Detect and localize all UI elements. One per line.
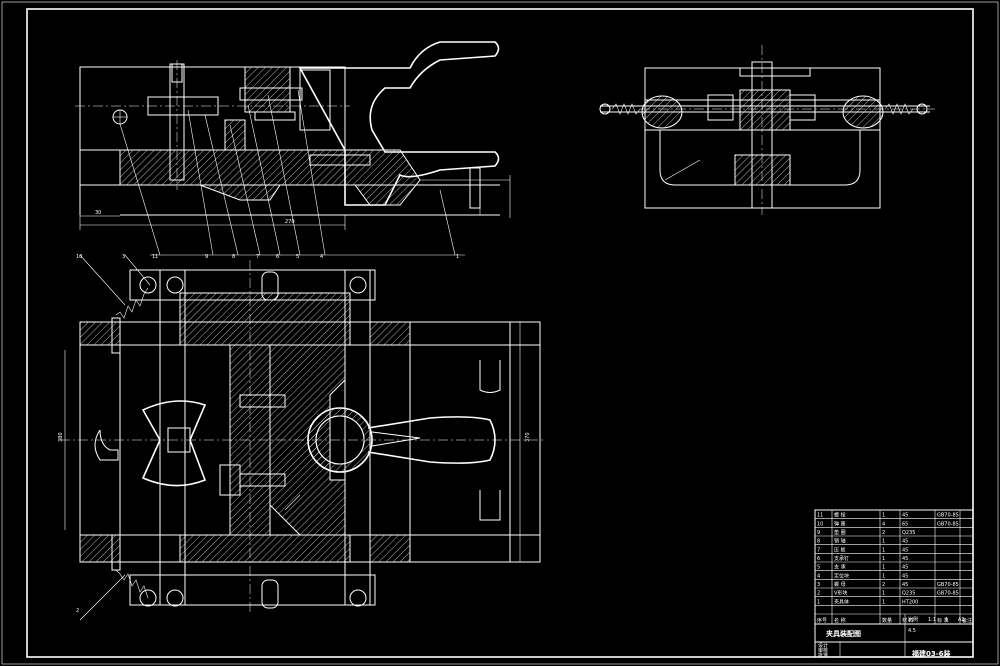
bom-cell: 5 xyxy=(817,565,820,571)
bom-cell: 2 xyxy=(817,591,820,597)
bom-cell: 1 xyxy=(882,556,885,562)
bom-cell: 45 xyxy=(902,582,908,588)
balloon-11: 11 xyxy=(152,254,158,260)
bom-cell: 1 xyxy=(882,565,885,571)
bom-cell: 2 xyxy=(882,582,885,588)
scale-label: 比例 xyxy=(908,616,918,623)
bom-cell: 定位块 xyxy=(834,572,849,579)
bom-cell: 7 xyxy=(817,547,820,553)
dim-front-left: 30 xyxy=(95,210,101,216)
title-block: 夹具装配图 福建03-6装 比例 1:1 1 A1 4.5 设计 审核 批准 xyxy=(815,614,973,659)
bom-header-cell: 材 料 xyxy=(902,617,914,624)
bom-cell: 1 xyxy=(817,599,820,605)
scale-value: 1:1 xyxy=(928,617,936,623)
bom-cell: 螺 母 xyxy=(834,581,846,588)
bom-cell: 45 xyxy=(902,573,908,579)
title-row-design: 设计 xyxy=(818,642,828,649)
bom-header-cell: 名 称 xyxy=(834,617,846,624)
balloon-2: 2 xyxy=(76,608,79,614)
bom-header-cell: 序号 xyxy=(817,617,827,624)
bom-cell: Q235 xyxy=(902,591,915,597)
bom-cell: 2 xyxy=(882,530,885,536)
bom-cell: 11 xyxy=(817,513,823,519)
side-view xyxy=(599,45,935,215)
balloon-8: 8 xyxy=(232,254,235,260)
bom-cell: 45 xyxy=(902,556,908,562)
bom-cell: V形块 xyxy=(834,590,847,597)
balloon-5: 5 xyxy=(296,254,299,260)
balloon-3: 3 xyxy=(122,254,125,260)
bom-cell: 45 xyxy=(902,539,908,545)
bom-header-cell: 标 准 xyxy=(937,617,949,624)
bom-cell: 1 xyxy=(882,539,885,545)
bom-cell: GB70-85 xyxy=(937,521,959,527)
bom-cell: GB70-85 xyxy=(937,591,959,597)
balloon-9: 9 xyxy=(205,254,208,260)
bom-cell: 压 板 xyxy=(834,546,846,553)
bom-cell: 4 xyxy=(882,521,885,527)
balloon-7: 7 xyxy=(256,254,259,260)
title-row-review: 审核 xyxy=(818,647,828,654)
bom-cell: 9 xyxy=(817,530,820,536)
bom-cell: 45 xyxy=(902,565,908,571)
bom-cell: 1 xyxy=(882,513,885,519)
sheet-size: A1 xyxy=(958,617,965,623)
bom-cell: 销 轴 xyxy=(834,538,846,545)
bom-cell: 1 xyxy=(882,547,885,553)
balloon-labels: 11 9 8 7 6 5 4 1 10 3 2 270 30 380 370 xyxy=(58,210,531,614)
bom-cell: 1 xyxy=(882,599,885,605)
inner-frame xyxy=(26,8,974,658)
bom-cell: Q235 xyxy=(902,530,915,536)
bom-cell: 螺 栓 xyxy=(834,512,846,519)
bom-cell: 3 xyxy=(817,582,820,588)
bom-cell: 支承钉 xyxy=(834,555,849,562)
dim-plan-side: 370 xyxy=(525,432,531,442)
bom-cell: 10 xyxy=(817,521,823,527)
bom-cell: 65 xyxy=(902,521,908,527)
drawing-number: 福建03-6装 xyxy=(911,649,951,658)
bom-cell: 垫 圈 xyxy=(834,529,846,536)
quantity-value: 1 xyxy=(945,617,948,623)
bom-cell: 夹具体 xyxy=(834,598,849,605)
plan-view xyxy=(60,254,545,621)
balloon-4: 4 xyxy=(320,254,323,260)
title-row-approve: 批准 xyxy=(818,652,828,659)
bom-cell: 45 xyxy=(902,513,908,519)
bom-cell: 8 xyxy=(817,539,820,545)
dim-plan-height: 380 xyxy=(58,432,64,442)
bom-cell: 4 xyxy=(817,573,820,579)
bom-cell: HT200 xyxy=(902,599,918,605)
bom-header-cell: 备注 xyxy=(962,617,972,624)
bom-cell: 1 xyxy=(882,573,885,579)
bom-cell: GB70-85 xyxy=(937,582,959,588)
dim-front-length: 270 xyxy=(285,219,295,225)
bom-cell: 45 xyxy=(902,547,908,553)
balloon-1: 1 xyxy=(456,254,459,260)
bom-cell: 支 承 xyxy=(834,564,846,571)
balloon-6: 6 xyxy=(276,254,279,260)
bom-header-cell: 数量 xyxy=(882,617,892,624)
bom-cell: 1 xyxy=(882,591,885,597)
bom-cell: 弹 簧 xyxy=(834,520,846,527)
weight-value: 4.5 xyxy=(908,628,916,634)
bom-cell: 6 xyxy=(817,556,820,562)
front-view xyxy=(75,41,511,256)
bom-cell: GB70-85 xyxy=(937,513,959,519)
drawing-name: 夹具装配图 xyxy=(826,629,861,638)
balloon-10: 10 xyxy=(76,254,82,260)
